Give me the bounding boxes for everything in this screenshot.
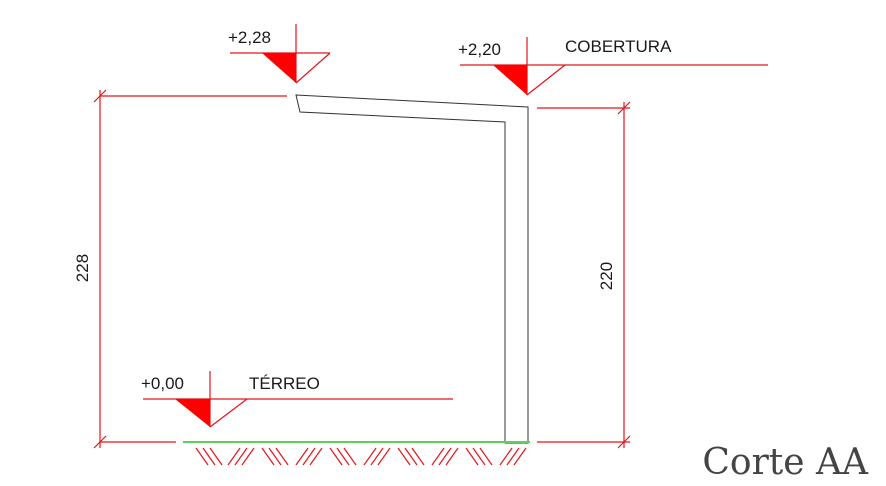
level-000-name: TÉRREO (249, 374, 320, 393)
level-228-value: +2,28 (228, 28, 271, 47)
right-dimension (537, 101, 631, 449)
level-marker-000 (143, 371, 453, 428)
level-220-name: COBERTURA (565, 37, 672, 56)
right-dimension-label: 220 (597, 262, 616, 290)
level-marker-220 (460, 37, 768, 96)
left-dimension-label: 228 (73, 254, 92, 282)
level-220-value: +2,20 (458, 40, 501, 59)
ground-hatch (195, 447, 527, 466)
left-dimension (93, 89, 287, 449)
level-marker-228 (230, 24, 331, 84)
structure-outline (295, 94, 529, 444)
level-000-value: +0,00 (141, 374, 184, 393)
drawing-title: Corte AA (702, 442, 869, 483)
